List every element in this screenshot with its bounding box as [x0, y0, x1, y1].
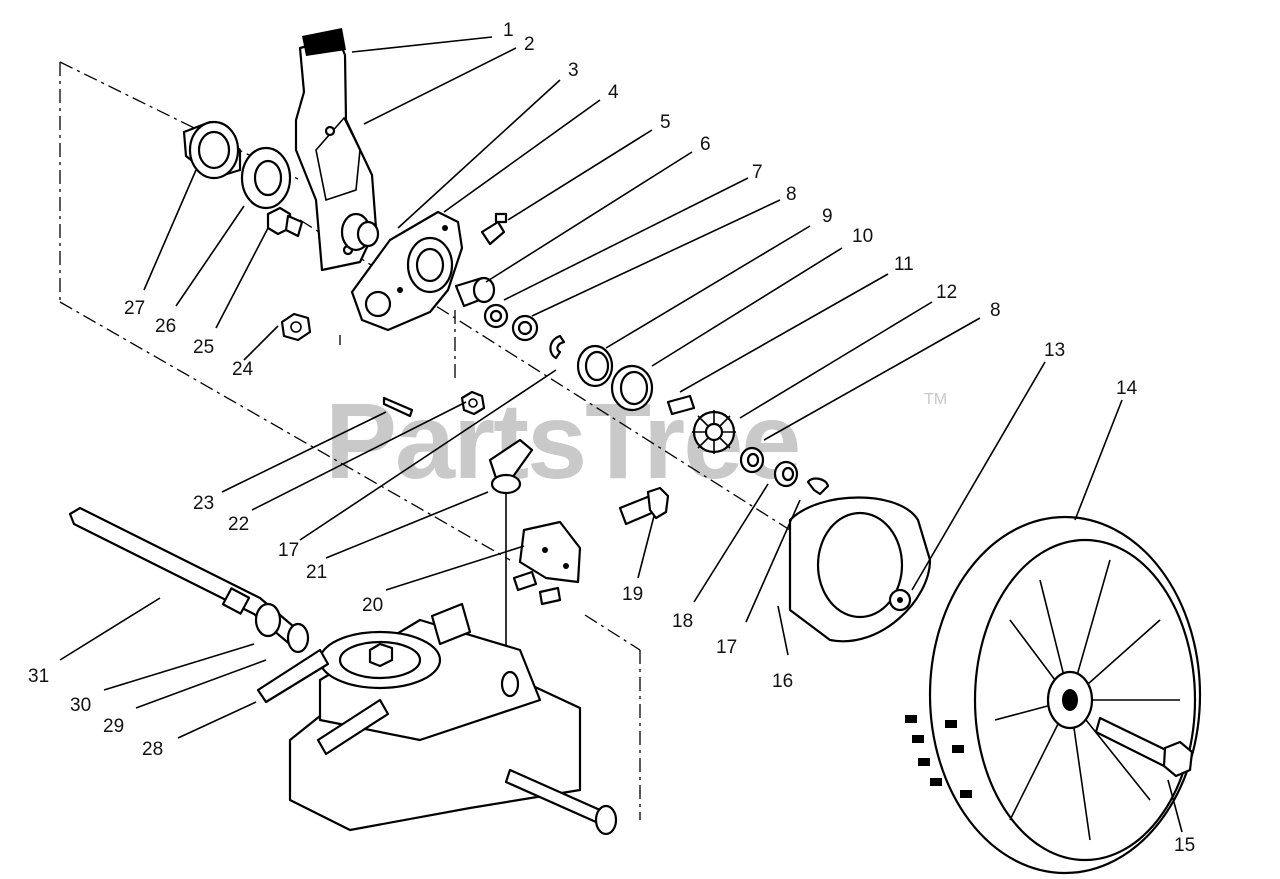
- callout-7: 7: [752, 162, 763, 183]
- grease-fitting: [480, 212, 508, 246]
- callout-13: 13: [1044, 340, 1065, 361]
- callout-16: 16: [772, 671, 793, 692]
- callout-9: 9: [822, 206, 833, 227]
- callout-26: 26: [155, 316, 176, 337]
- callout-14: 14: [1116, 378, 1138, 399]
- callout-3: 3: [568, 60, 579, 81]
- tire-tread: [905, 715, 972, 798]
- clip-17: [806, 477, 830, 496]
- bolt-25: [266, 206, 304, 238]
- wheel-bolt: [1094, 716, 1194, 778]
- bearing: [576, 344, 614, 388]
- callout-17-upper: 17: [278, 540, 299, 561]
- callout-21: 21: [306, 562, 327, 583]
- callout-6: 6: [700, 134, 711, 155]
- retainer-ring: [549, 334, 566, 360]
- spacer-bushing: [454, 276, 496, 308]
- callout-25: 25: [193, 337, 214, 358]
- callout-28: 28: [142, 739, 163, 760]
- wheel-cup: [788, 496, 932, 643]
- callout-29: 29: [103, 716, 124, 737]
- nut-24: [280, 312, 312, 342]
- washer-7: [483, 303, 509, 329]
- cotter-pin: [382, 396, 414, 418]
- callout-22: 22: [228, 514, 249, 535]
- callout-1: 1: [503, 20, 514, 41]
- callout-30: 30: [70, 695, 91, 716]
- bushing-27: [182, 120, 242, 180]
- height-adjuster-lever: [294, 28, 378, 272]
- callout-27: 27: [124, 298, 145, 319]
- drive-shaft: [68, 506, 310, 654]
- nut-22: [460, 390, 486, 416]
- bolt-19: [618, 486, 670, 526]
- callout-4: 4: [608, 82, 619, 103]
- cam-lever: [488, 438, 534, 660]
- callout-10: 10: [852, 226, 873, 247]
- callout-5: 5: [660, 112, 671, 133]
- callout-24: 24: [232, 359, 254, 380]
- callout-11: 11: [894, 254, 914, 275]
- bracket-plate: [340, 210, 464, 332]
- mounting-bracket: [512, 520, 582, 606]
- callout-31: 31: [28, 666, 49, 687]
- callout-15: 15: [1174, 835, 1195, 856]
- wheel-assembly: [905, 515, 1202, 875]
- transmission-gearbox: [256, 602, 618, 836]
- callout-20: 20: [362, 595, 383, 616]
- spacer-18: [773, 460, 799, 488]
- callout-19: 19: [622, 584, 643, 605]
- callout-8-lower: 8: [990, 300, 1001, 321]
- woodruff-key: [666, 394, 696, 416]
- pinion-gear: [692, 410, 736, 454]
- callout-23: 23: [193, 493, 214, 514]
- callout-12: 12: [936, 282, 957, 303]
- washer-8-upper: [511, 314, 539, 342]
- callout-8-upper: 8: [786, 184, 797, 205]
- leader-lines: [59, 36, 1183, 833]
- callout-17-lower: 17: [716, 637, 737, 658]
- watermark-trademark: TM: [924, 391, 947, 408]
- callout-2: 2: [524, 34, 535, 55]
- gear-ring: [610, 364, 654, 412]
- washer-26: [240, 146, 292, 210]
- callout-18: 18: [672, 611, 693, 632]
- callout-labels: 1 2 3 4 5 6 7 8 9 10 11 12 8 13 14 15 16…: [28, 20, 1195, 856]
- washer-8-lower: [739, 446, 765, 474]
